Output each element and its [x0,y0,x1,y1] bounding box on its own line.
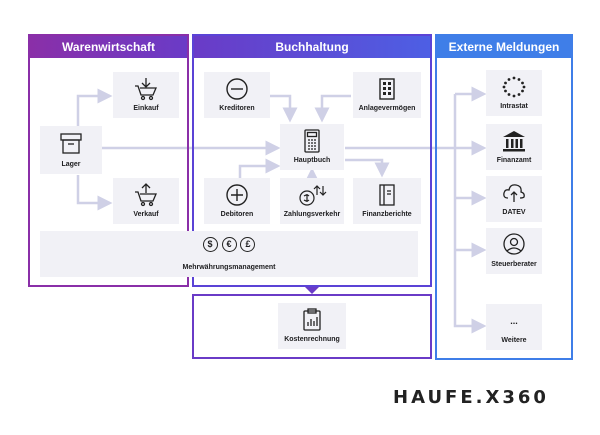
externe-meldungen-title: Externe Meldungen [437,36,571,58]
report-book-icon [379,184,395,206]
hauptbuch-to-finanzberichte-connector [345,158,390,178]
verkauf-label: Verkauf [133,211,159,218]
intrastat-card[interactable]: Intrastat [486,70,542,116]
clipboard-chart-icon [303,308,321,331]
government-building-icon [503,131,525,152]
pound-icon: £ [240,237,256,252]
mehrwaehrung-label: Mehrwährungsmanagement [182,264,276,271]
datev-card[interactable]: DATEV [486,176,542,222]
zahlungsverkehr-card[interactable]: Zahlungsverkehr [280,178,344,224]
weitere-label: Weitere [501,337,527,344]
building-icon [379,78,395,100]
dollar-icon: $ [202,237,218,252]
cart-in-icon [135,78,157,101]
calculator-icon [304,129,320,153]
weitere-card[interactable]: ... Weitere [486,304,542,350]
kostenrechnung-pointer [305,287,319,294]
cart-out-icon [135,183,157,207]
finanzberichte-card[interactable]: Finanzberichte [353,178,421,224]
intrastat-label: Intrastat [500,103,528,110]
anlagevermoegen-card[interactable]: Anlagevermögen [353,72,421,118]
kreditoren-card[interactable]: Kreditoren [204,72,270,118]
hauptbuch-card[interactable]: Hauptbuch [280,124,344,170]
extern-trunk-connector [453,94,487,334]
euro-icon: € [221,237,237,252]
lager-label: Lager [61,161,81,168]
kostenrechnung-card[interactable]: Kostenrechnung [278,303,346,349]
buchhaltung-title: Buchhaltung [194,36,430,58]
warenwirtschaft-title: Warenwirtschaft [30,36,187,58]
kostenrechnung-label: Kostenrechnung [284,336,340,343]
finanzamt-card[interactable]: Finanzamt [486,124,542,170]
hauptbuch-label: Hauptbuch [293,157,331,164]
zahlungsverkehr-label: Zahlungsverkehr [283,211,341,218]
currency-icons: $ € £ [40,237,418,252]
lager-card[interactable]: Lager [40,126,102,174]
cloud-upload-icon [503,184,525,202]
lager-to-verkauf-connector [76,175,113,211]
kostenrechnung-panel [192,294,432,359]
buchhaltung-panel: Buchhaltung [192,34,432,287]
finanzamt-label: Finanzamt [496,157,532,164]
verkauf-card[interactable]: Verkauf [113,178,179,224]
lager-to-einkauf-connector [76,88,113,130]
steuerberater-card[interactable]: Steuerberater [486,228,542,274]
minus-circle-icon [226,78,248,100]
debitoren-to-hauptbuch-connector [238,158,281,180]
anlage-to-hauptbuch-connector [314,94,351,123]
warenwirtschaft-panel: Warenwirtschaft [28,34,189,287]
coins-transfer-icon [299,185,327,206]
eu-stars-icon [502,76,526,98]
debitoren-card[interactable]: Debitoren [204,178,270,224]
debitoren-label: Debitoren [220,211,254,218]
mehrwaehrung-card[interactable]: $ € £ Mehrwährungsmanagement [40,231,418,277]
kreditoren-label: Kreditoren [219,105,255,112]
plus-circle-icon [226,184,248,206]
haufe-x360-logo: HAUFE.X360 [393,387,549,408]
einkauf-label: Einkauf [133,105,159,112]
storage-box-icon [60,133,82,154]
advisor-person-icon [503,233,525,255]
steuerberater-label: Steuerberater [491,261,537,268]
externe-meldungen-panel: Externe Meldungen [435,34,573,360]
more-dots-icon: ... [510,316,518,326]
einkauf-card[interactable]: Einkauf [113,72,179,118]
anlagevermoegen-label: Anlagevermögen [358,105,416,112]
datev-label: DATEV [502,209,526,216]
finanzberichte-label: Finanzberichte [362,211,412,218]
